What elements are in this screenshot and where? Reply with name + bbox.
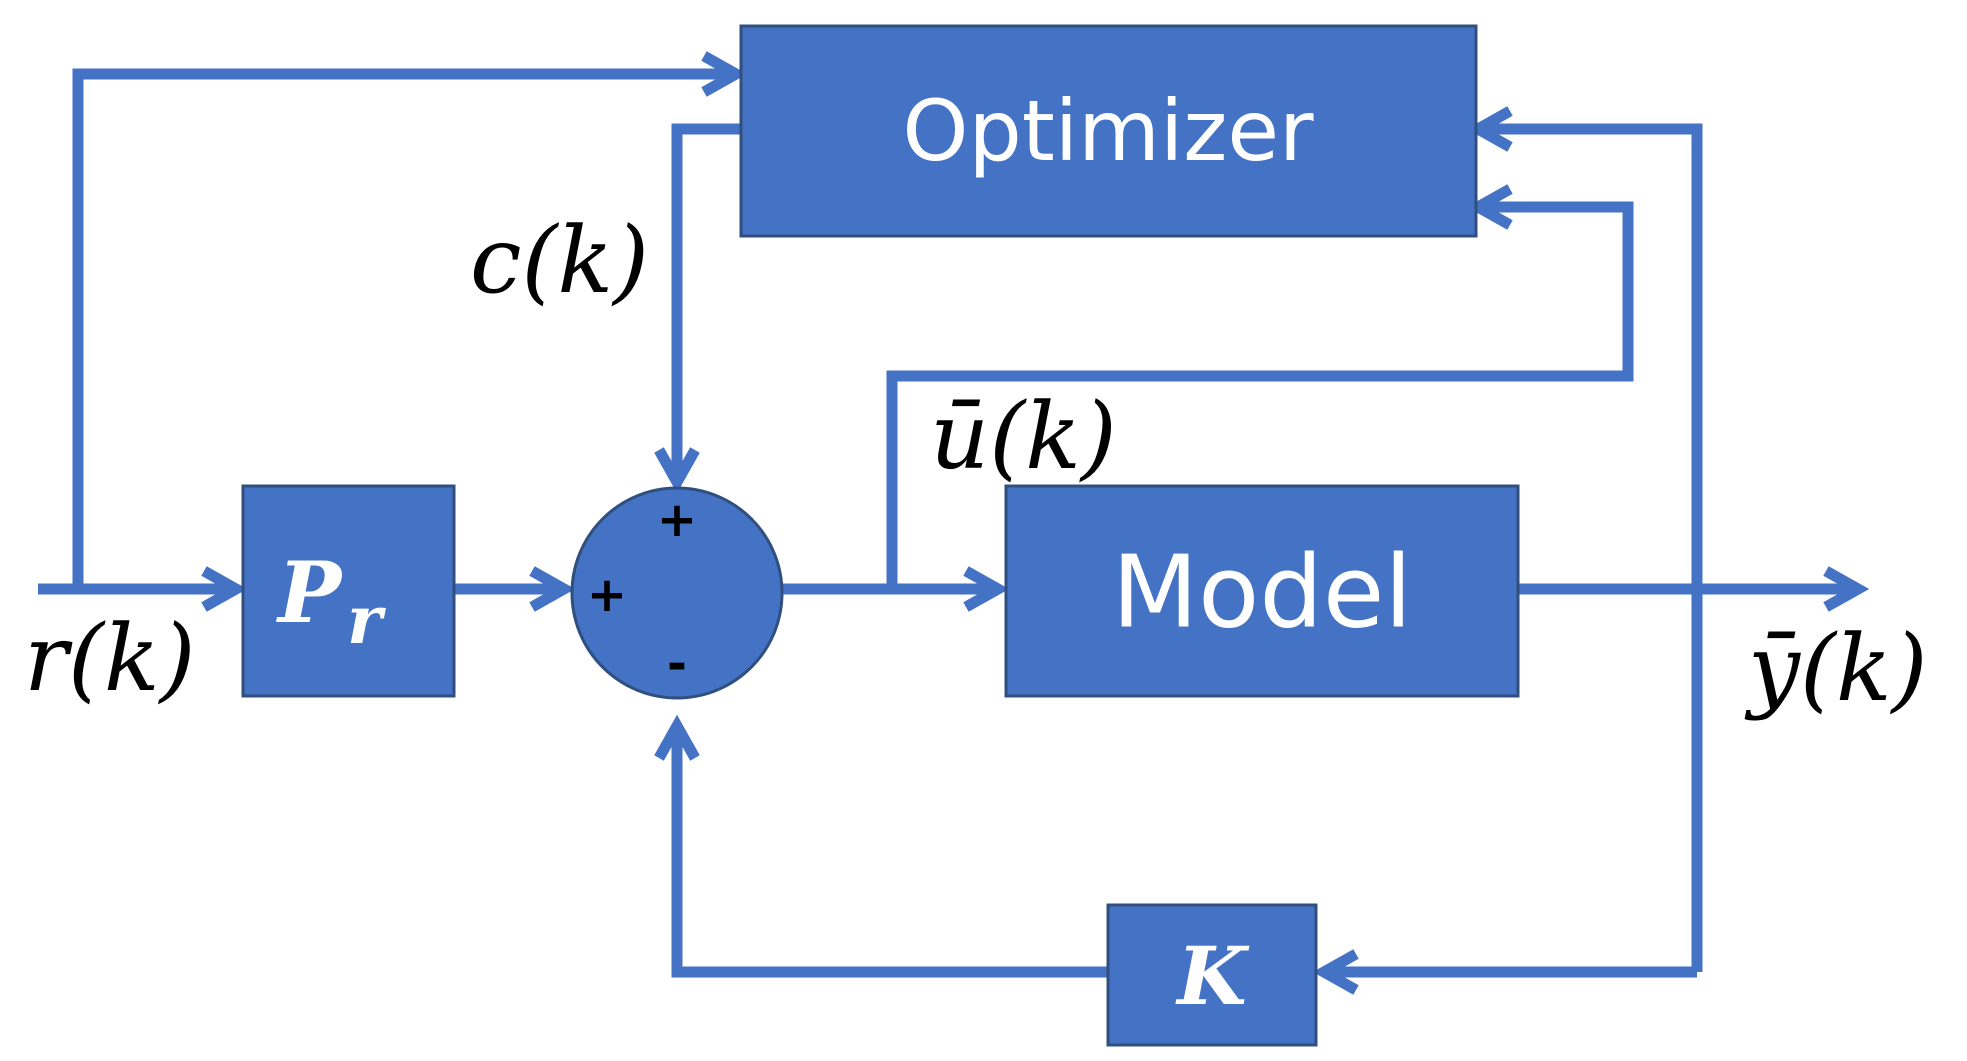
arrowhead-into-optimizer-reference — [701, 51, 748, 97]
wire-reference-to-optimizer — [72, 68, 732, 589]
optimizer-block: Optimizer — [739, 24, 1478, 238]
arrowhead-into-optimizer-output — [1466, 106, 1513, 152]
arrowhead-into-sum-left — [529, 566, 576, 612]
model-box — [1004, 484, 1520, 698]
prefilter-subscript: r — [347, 581, 386, 659]
prefilter-box — [241, 484, 456, 698]
signal-control-label: ū(k) — [930, 383, 1117, 490]
gain-label: K — [1175, 929, 1250, 1023]
signal-correction-label: c(k) — [470, 207, 649, 314]
prefilter-block: Pr — [241, 484, 456, 698]
sign-top: + — [657, 492, 697, 548]
signal-wires — [38, 68, 1856, 978]
optimizer-label: Optimizer — [902, 82, 1314, 180]
summing-junction: + + - — [570, 486, 784, 700]
summing-junction-circle — [570, 486, 784, 700]
sign-bottom: - — [667, 636, 687, 692]
arrowhead-into-model — [963, 566, 1010, 612]
arrowheads — [201, 51, 1870, 995]
prefilter-label: Pr — [276, 543, 386, 660]
wire-control-to-optimizer — [886, 201, 1634, 589]
arrowhead-into-prefilter — [201, 566, 248, 612]
gain-box — [1106, 903, 1318, 1047]
arrowhead-into-gain — [1312, 949, 1359, 995]
signal-output-label: ȳ(k) — [1744, 615, 1928, 722]
optimizer-box — [739, 24, 1478, 238]
gain-block: K — [1106, 903, 1318, 1047]
model-label: Model — [1112, 534, 1412, 651]
model-block: Model — [1004, 484, 1520, 698]
signal-reference-label: r(k) — [24, 605, 196, 712]
arrowhead-into-sum-top — [654, 447, 700, 494]
wire-output-to-optimizer — [1485, 123, 1703, 972]
wire-optimizer-to-sum — [671, 123, 741, 475]
wire-gain-to-sum — [671, 734, 1108, 978]
arrowhead-into-sum-bottom — [654, 714, 700, 761]
arrowhead-output — [1823, 566, 1870, 612]
prefilter-symbol: P — [276, 543, 344, 642]
sign-left: + — [587, 567, 627, 623]
arrowhead-into-optimizer-control — [1466, 184, 1513, 230]
